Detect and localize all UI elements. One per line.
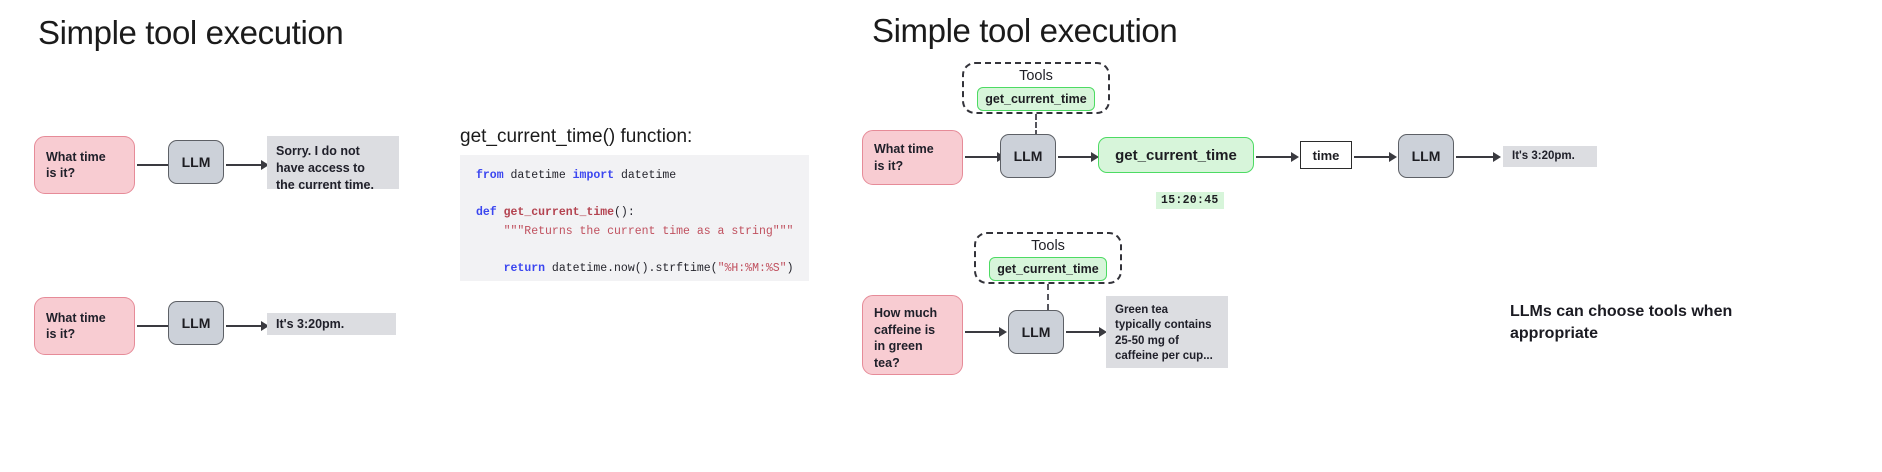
right-prompt-2: How much caffeine is in green tea? <box>862 295 963 375</box>
tools-label-bottom: Tools <box>1031 238 1065 254</box>
tools-group-bottom: Tools get_current_time <box>974 232 1122 284</box>
arrow-right-2a <box>965 327 1008 337</box>
left-panel-title: Simple tool execution <box>38 14 344 51</box>
arrow-right-1b <box>1058 152 1100 162</box>
tools-label-top: Tools <box>1019 68 1053 84</box>
left-llm-2: LLM <box>168 301 224 345</box>
arrow-right-1d <box>1354 152 1398 162</box>
right-panel-caption: LLMs can choose tools when appropriate <box>1510 303 1733 343</box>
left-prompt-2: What time is it? <box>34 297 135 355</box>
right-prompt-1: What time is it? <box>862 130 963 185</box>
right-panel-title: Simple tool execution <box>872 12 1178 49</box>
tool-chip-top[interactable]: get_current_time <box>977 87 1095 111</box>
left-response-2: It's 3:20pm. <box>267 313 396 335</box>
left-response-1: Sorry. I do not have access to the curre… <box>267 136 399 192</box>
code-line: """Returns the current time as a string"… <box>476 224 794 238</box>
right-response-1: It's 3:20pm. <box>1503 146 1597 167</box>
left-llm-1: LLM <box>168 140 224 184</box>
tool-chip-bottom[interactable]: get_current_time <box>989 257 1107 281</box>
code-line: return datetime.now().strftime("%H:%M:%S… <box>503 262 794 276</box>
arrow-right-1e <box>1456 152 1502 162</box>
code-line: def get_current_time(): <box>476 206 635 220</box>
arrow-left-2b <box>226 321 270 331</box>
tool-call-box[interactable]: get_current_time <box>1098 137 1254 173</box>
code-heading: get_current_time() function: <box>460 126 693 147</box>
left-prompt-1: What time is it? <box>34 136 135 194</box>
arrow-right-2b <box>1066 327 1108 337</box>
right-llm-2: LLM <box>1398 134 1454 178</box>
right-llm-1: LLM <box>1000 134 1056 178</box>
code-line <box>476 186 795 205</box>
tools-group-top: Tools get_current_time <box>962 62 1110 114</box>
arrow-right-1c <box>1256 152 1300 162</box>
tool-result-box: time <box>1300 141 1352 169</box>
code-block: from datetime import datetime def get_cu… <box>460 155 809 281</box>
tool-result-timestamp: 15:20:45 <box>1156 192 1224 209</box>
code-line <box>476 242 795 261</box>
tools-connector-bottom <box>1047 284 1049 310</box>
code-line: from datetime import datetime <box>476 169 677 182</box>
right-llm-3: LLM <box>1008 310 1064 354</box>
right-response-2: Green tea typically contains 25-50 mg of… <box>1106 296 1228 368</box>
tools-connector-top <box>1035 114 1037 136</box>
arrow-left-1b <box>226 160 270 170</box>
